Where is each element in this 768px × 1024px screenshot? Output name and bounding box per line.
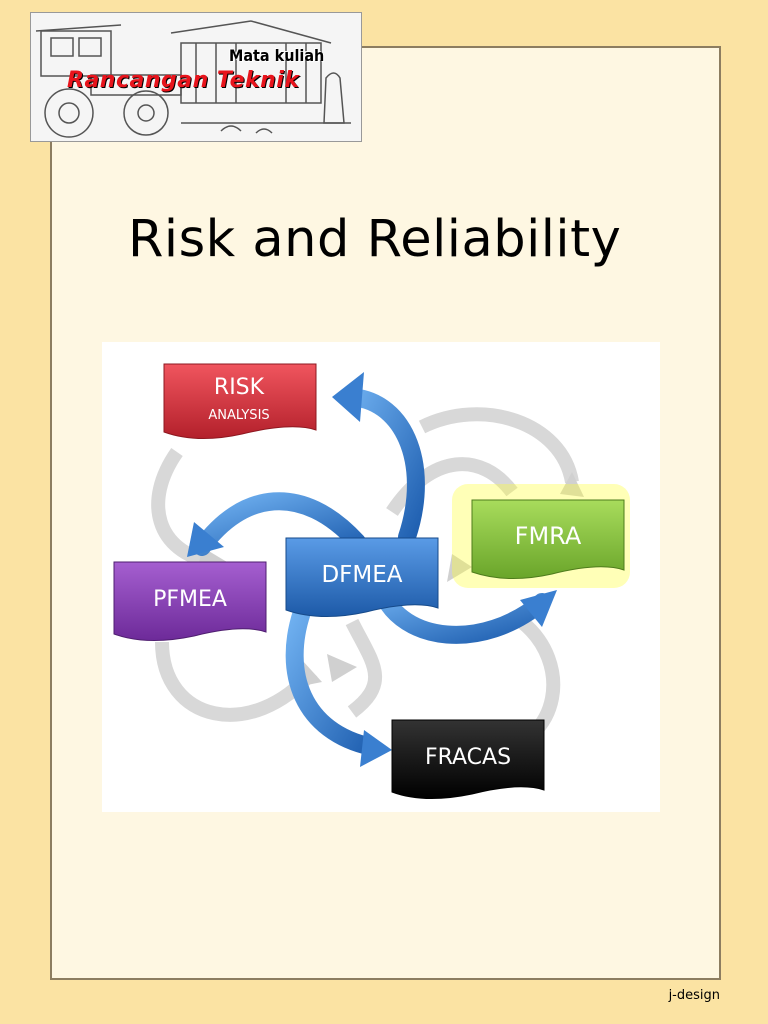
fmra-label: FMRA bbox=[515, 522, 582, 550]
slide-title: Risk and Reliability bbox=[128, 210, 622, 269]
course-logo: Mata kuliah Rancangan Teknik bbox=[30, 12, 362, 142]
fracas-label: FRACAS bbox=[425, 745, 511, 770]
blue-flow-arrows bbox=[193, 388, 551, 756]
box-pfmea: PFMEA bbox=[113, 561, 267, 641]
risk-reliability-diagram: RISK ANALYSIS FMRA PFMEA DFMEA FRACAS bbox=[102, 342, 660, 812]
box-risk-analysis: RISK ANALYSIS bbox=[163, 363, 317, 440]
footer-credit: j-design bbox=[668, 988, 720, 1003]
logo-title: Rancangan Teknik bbox=[67, 68, 300, 93]
pfmea-label: PFMEA bbox=[153, 587, 227, 612]
blue-arrowheads bbox=[187, 372, 557, 767]
diagram-canvas: RISK ANALYSIS FMRA PFMEA DFMEA FRACAS bbox=[113, 363, 630, 799]
box-fracas: FRACAS bbox=[391, 719, 545, 799]
box-dfmea: DFMEA bbox=[285, 537, 439, 617]
tractor-sketch bbox=[35, 20, 351, 138]
box-fmra: FMRA bbox=[452, 484, 630, 588]
dfmea-label: DFMEA bbox=[321, 562, 402, 588]
logo-subtitle: Mata kuliah bbox=[229, 46, 325, 65]
risk-label-line1: RISK bbox=[214, 375, 265, 400]
risk-label-line2: ANALYSIS bbox=[208, 408, 269, 423]
